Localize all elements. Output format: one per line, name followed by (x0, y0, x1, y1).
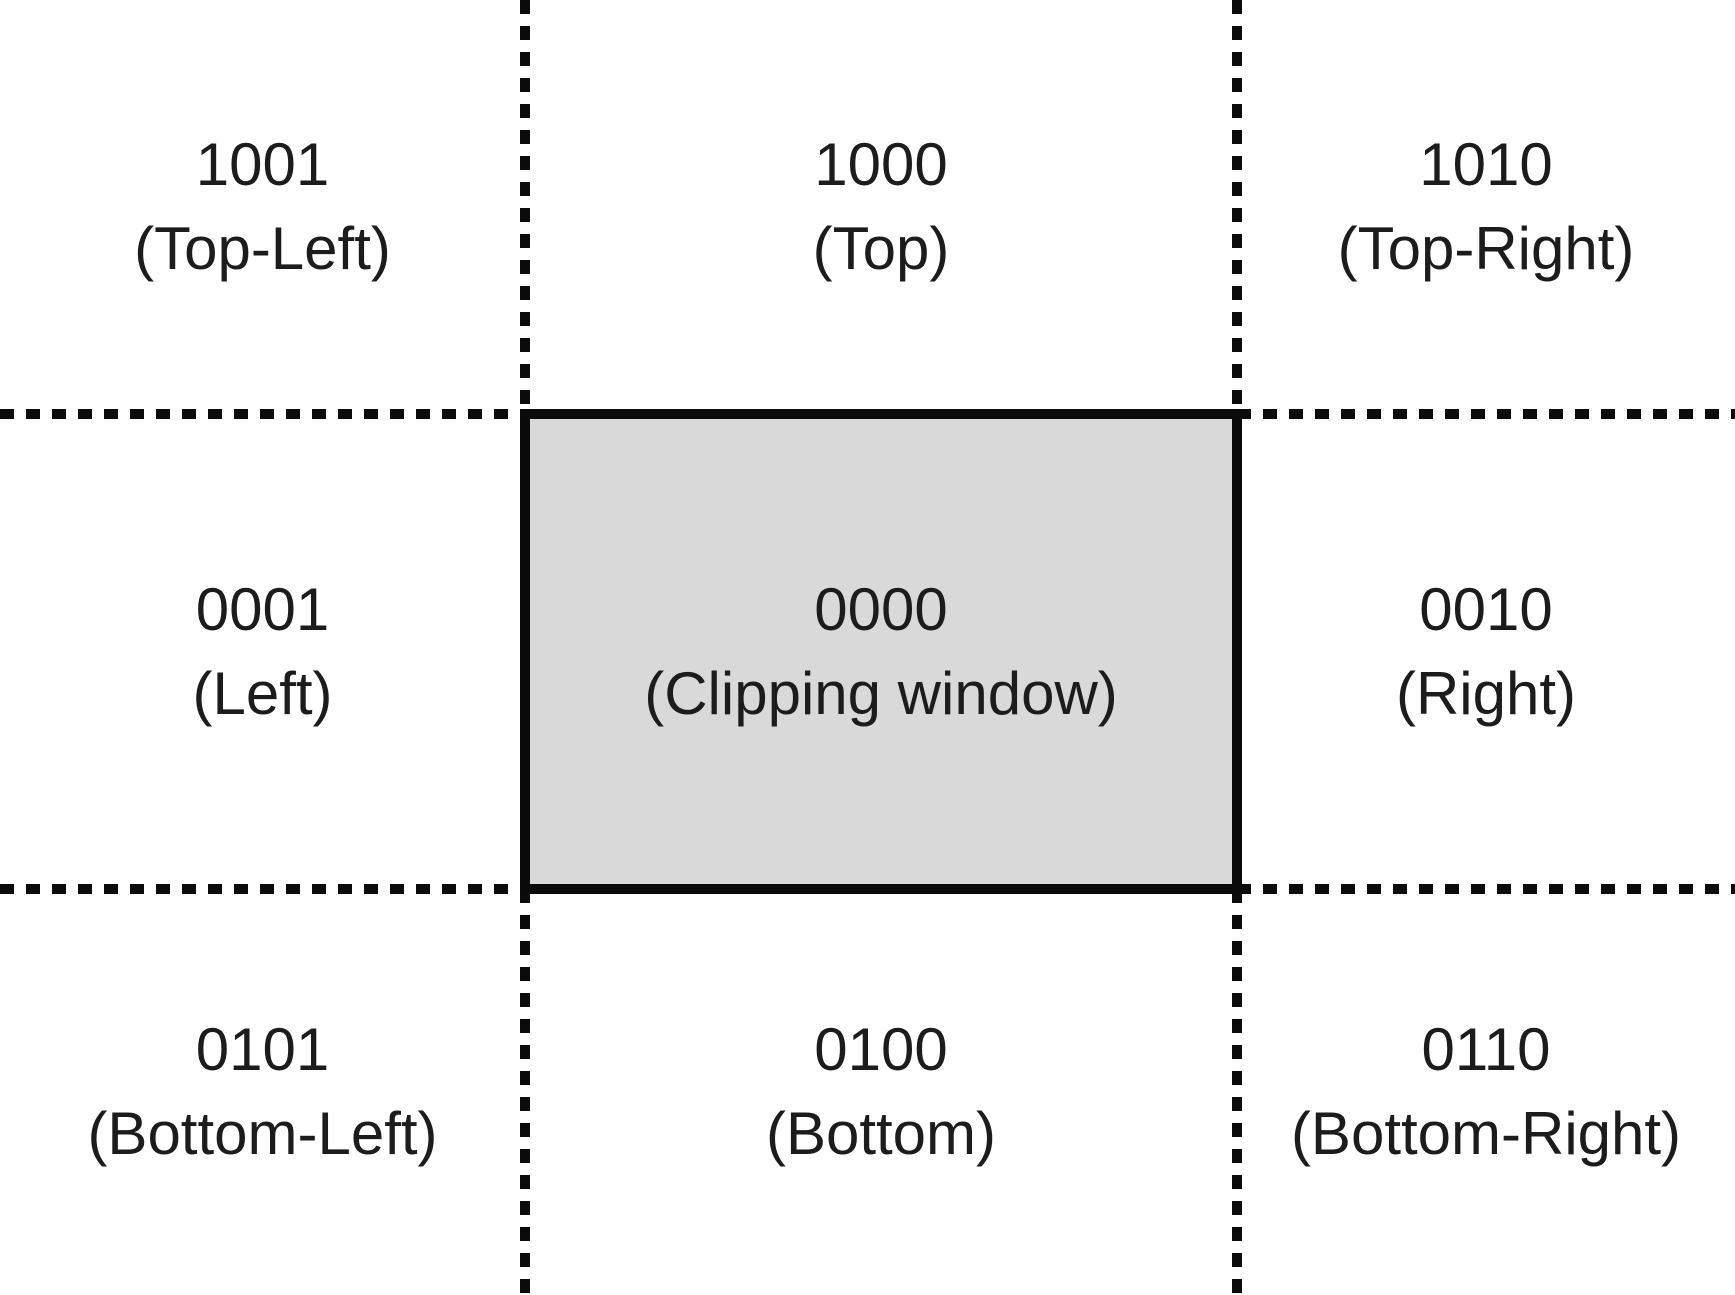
clipping-window-rect (520, 409, 1242, 894)
region-label: (Top-Right) (1337, 215, 1635, 282)
region-code: 0000 (814, 575, 948, 643)
region-top-right: 1010 (Top-Right) (1237, 0, 1735, 414)
region-right: 0010 (Right) (1237, 414, 1735, 889)
region-label: (Bottom-Left) (87, 1100, 438, 1167)
region-bottom: 0100 (Bottom) (525, 889, 1237, 1295)
region-label: (Left) (192, 659, 333, 727)
region-code: 0101 (195, 1016, 330, 1083)
region-code: 0001 (195, 575, 330, 643)
region-top-left: 1001 (Top-Left) (0, 0, 525, 414)
region-top: 1000 (Top) (525, 0, 1237, 414)
region-code: 0100 (814, 1016, 948, 1083)
region-label: (Top) (812, 215, 950, 282)
region-label: (Top-Left) (134, 215, 391, 282)
region-label: (Right) (1395, 659, 1577, 727)
region-label: (Clipping window) (644, 659, 1118, 727)
region-label: (Bottom-Right) (1290, 1100, 1682, 1167)
region-clipping-window: 0000 (Clipping window) (525, 414, 1237, 889)
region-bottom-right: 0110 (Bottom-Right) (1237, 889, 1735, 1295)
region-code: 1010 (1419, 131, 1553, 198)
region-code: 1000 (814, 131, 948, 198)
region-label: (Bottom) (765, 1100, 997, 1167)
region-left: 0001 (Left) (0, 414, 525, 889)
region-code: 0110 (1421, 1016, 1551, 1083)
region-code: 1001 (195, 131, 330, 198)
region-code: 0010 (1419, 575, 1553, 643)
region-bottom-left: 0101 (Bottom-Left) (0, 889, 525, 1295)
